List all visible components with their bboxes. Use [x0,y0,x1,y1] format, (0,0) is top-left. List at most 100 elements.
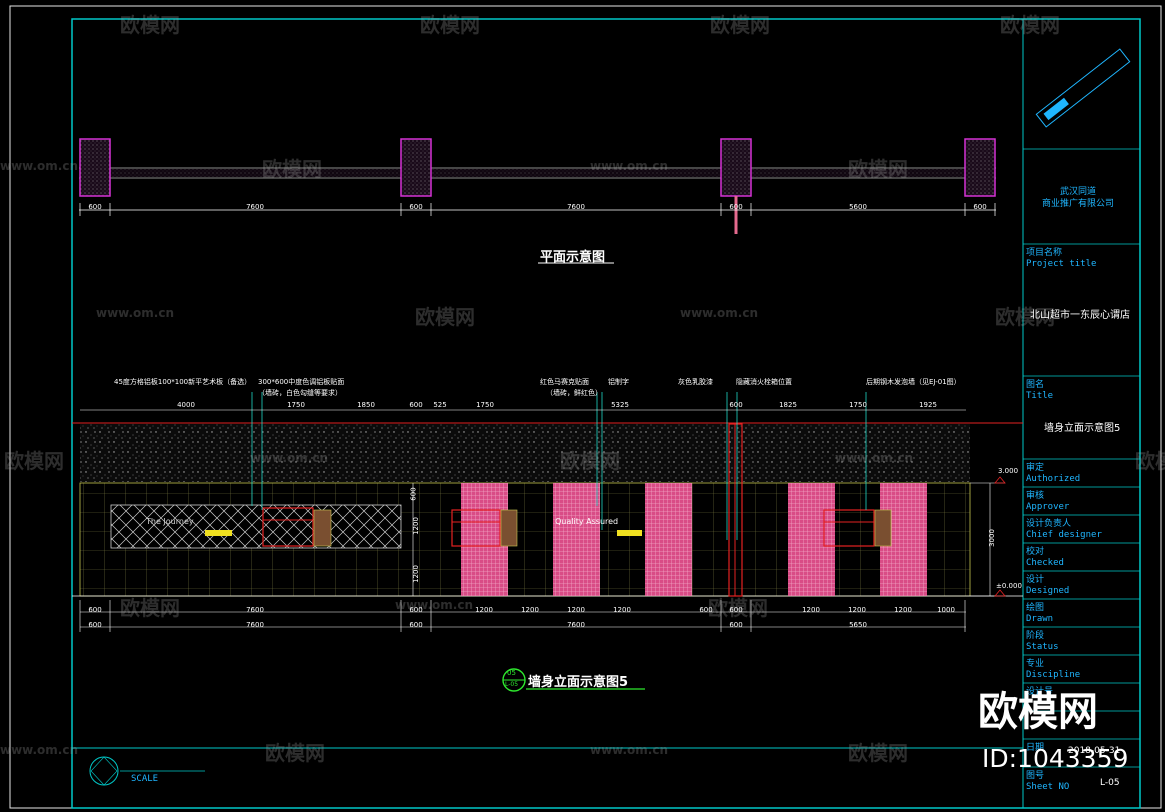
row-label-cn: 绘图 [1026,603,1045,613]
elevation-bottom-dim: 1200 [894,606,912,614]
row-label-en: Authorized [1026,474,1081,484]
elevation-bottom-dim: 7600 [246,606,264,614]
title-badge-top: 05 [507,669,516,677]
watermark-brand: 欧模网 [120,13,180,37]
row-label-cn: 审定 [1026,463,1045,473]
elevation-top-dim: 1750 [287,401,305,409]
elevation-bottom-dim: 600 [729,606,743,614]
plan-column [400,138,432,197]
plan-column [964,138,996,197]
elevation-bottom-dim: 600 [88,606,102,614]
company-name: 商业推广有限公司 [1042,199,1115,209]
scale-circle [89,756,119,786]
title-label-en: Title [1026,391,1054,401]
watermark-brand: 欧模网 [262,157,322,181]
row-label-cn: 阶段 [1026,631,1045,641]
elevation-top-dim: 5325 [611,401,629,409]
terrazzo-band [80,424,970,482]
watermark-brand: 欧模网 [1000,13,1060,37]
row-label-en: Status [1026,642,1059,652]
plan-dim: 5600 [849,203,867,211]
elevation-bottom-dim: 1200 [475,606,493,614]
watermark-brand: 欧模网 [848,741,908,765]
mosaic-panel [788,483,835,596]
watermark-brand: 欧模网 [120,596,180,620]
elevation-bottom-dim: 1000 [937,606,955,614]
watermark-url: www.om.cn [0,159,79,173]
watermark-brand: 欧模网 [4,449,64,473]
elevation-title: 墙身立面示意图5 [528,675,629,690]
elevation-note: 隐藏消火栓箱位置 [736,378,792,386]
elevation-top-dim: 1925 [919,401,937,409]
row-label-en: Chief designer [1026,530,1102,540]
plan-column [720,138,752,197]
elevation-bottom-dim: 1200 [521,606,539,614]
row-label-cn: 审核 [1026,491,1045,501]
plan-dim: 600 [973,203,987,211]
row-label-cn: 设计 [1026,575,1045,585]
watermark-brand: 欧模网 [1135,449,1165,473]
watermark-brand: 欧模网 [265,741,325,765]
mosaic-panel [645,483,692,596]
watermark-url: www.om.cn [680,306,759,320]
elevation-top-dim: 1750 [476,401,494,409]
elevation-top-dim: 1825 [779,401,797,409]
row-label-cn: 图号 [1026,771,1045,781]
elevation-top-dim: 600 [729,401,743,409]
watermark-url: www.om.cn [250,451,329,465]
elevation-bottom-dim: 600 [729,621,743,629]
plan-dim: 7600 [246,203,264,211]
elevation-top-dim: 1750 [849,401,867,409]
elevation-note: 300*600中度色调铝板贴面 [258,378,345,386]
watermark-id: ID:1043359 [982,744,1129,773]
date-value: 2018-05-31 [1068,746,1121,756]
sheet-border-inner [71,18,1141,809]
scale-label: SCALE [131,774,159,784]
watermark-url: www.om.cn [590,159,669,173]
plan-title: 平面示意图 [540,250,606,265]
watermark-brand: 欧模网 [560,449,620,473]
plan-dim: 7600 [567,203,585,211]
sign-text: The Journey [146,517,194,526]
elevation-note: （墙砖，鲜红色） [546,389,602,397]
elevation-top-dim: 4000 [177,401,195,409]
elevation-top-dim: 600 [409,401,423,409]
title-label-cn: 图名 [1026,380,1045,390]
watermark-brand: 欧模网 [708,596,768,620]
elevation-bottom-dim: 600 [409,606,423,614]
plan-view [79,138,996,264]
watermark-url: www.om.cn [96,306,175,320]
elevation-bottom-dim: 600 [88,621,102,629]
project-label-en: Project title [1026,259,1097,269]
watermark-url: www.om.cn [395,598,474,612]
plan-column [79,138,111,197]
elevation-note: 红色马赛克贴面 [540,378,589,386]
elevation-right-dim: 3000 [987,529,996,547]
watermark-brand: 欧模网 [710,13,770,37]
elevation-bottom-dim: 1200 [848,606,866,614]
elevation-note: 45度方格铝板100*100新平艺术板（备选） [114,378,252,386]
elevation-bottom-dim: 1200 [567,606,585,614]
elevation-left-dim: 1200 [411,565,420,583]
plan-dim: 600 [729,203,743,211]
row-label-cn: 校对 [1026,547,1045,557]
row-label-cn: 设计号 [1026,687,1054,697]
row-label-cn: 日期 [1026,743,1045,753]
elevation-note: 铝制字 [608,378,629,386]
title-badge-bottom: L-05 [505,681,519,688]
watermark-brand: 欧模网 [415,305,475,329]
project-value: 北山超市一东辰心谓店 [1030,310,1130,321]
row-label-en: Sheet NO [1026,782,1070,792]
elevation-note: 后期钢木发泡墙（见EJ-01图） [866,378,961,386]
watermark-url: www.om.cn [0,743,79,757]
sign-text: Quality Assured [555,517,619,526]
watermark-brand: 欧模网 [848,157,908,181]
watermark-brand: 欧模网 [420,13,480,37]
elevation-note: （墙砖，白色勾缝等要求） [258,389,342,397]
elevation-bottom-dim: 7600 [567,621,585,629]
watermark-url: www.om.cn [835,451,914,465]
elevation-view [72,392,1023,692]
watermark-url: www.om.cn [590,743,669,757]
elevation-left-dim: 600 [409,487,418,501]
